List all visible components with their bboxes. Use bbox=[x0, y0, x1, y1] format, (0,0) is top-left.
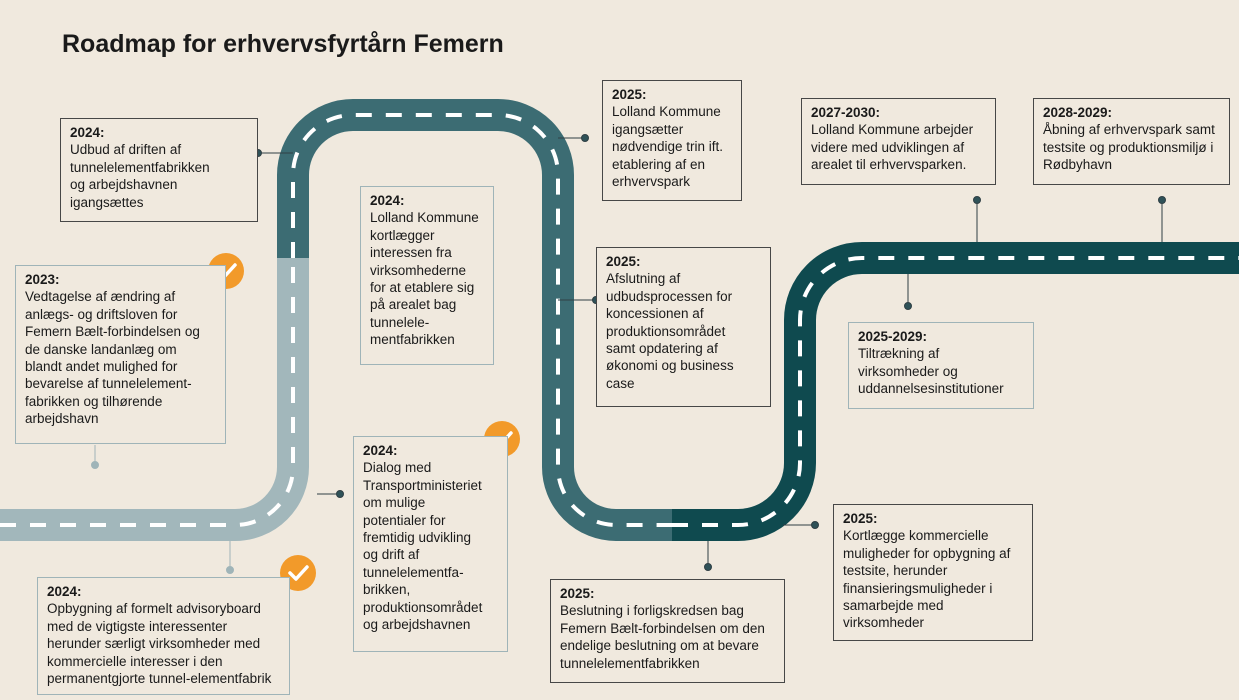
milestone-2024-mapping: 2024: Lolland Kommune kortlægger interes… bbox=[360, 186, 494, 365]
lane-marking bbox=[672, 256, 1239, 527]
milestone-2024-tender: 2024: Udbud af driften af tunnelelementf… bbox=[60, 118, 258, 222]
milestone-text: Kortlægge kommercielle muligheder for op… bbox=[843, 528, 1011, 631]
milestone-year: 2025: bbox=[843, 511, 878, 526]
milestone-2025-decision: 2025: Beslutning i forligskredsen bag Fe… bbox=[550, 579, 785, 683]
page-title: Roadmap for erhvervsfyrtårn Femern bbox=[62, 30, 504, 58]
milestone-year: 2024: bbox=[363, 443, 398, 458]
milestone-text: Tiltrækning af virksomheder og uddannels… bbox=[858, 346, 1004, 397]
milestone-2025-business-park: 2025: Lolland Kommune igangsætter nødven… bbox=[602, 80, 742, 201]
milestone-2028-2029: 2028-2029: Åbning af erhvervspark samt t… bbox=[1033, 98, 1230, 185]
milestone-year: 2027-2030: bbox=[811, 105, 881, 120]
milestone-year: 2024: bbox=[47, 584, 82, 599]
milestone-2024-advisoryboard: 2024: Opbygning af formelt advisoryboard… bbox=[37, 577, 290, 695]
milestone-year: 2025: bbox=[606, 254, 641, 269]
milestone-2025-testsite: 2025: Kortlægge kommercielle muligheder … bbox=[833, 504, 1033, 641]
lane-marking bbox=[0, 245, 295, 527]
milestone-2025-concession: 2025: Afslutning af udbudsprocessen for … bbox=[596, 247, 771, 407]
milestone-year: 2023: bbox=[25, 272, 60, 287]
milestone-text: Lolland Kommune kortlægger interessen fr… bbox=[370, 210, 479, 348]
milestone-year: 2025-2029: bbox=[858, 329, 928, 344]
milestone-text: Beslutning i forligskredsen bag Femern B… bbox=[560, 603, 765, 671]
milestone-2023-law: 2023: Vedtagelse af ændring af anlægs- o… bbox=[15, 265, 226, 444]
milestone-text: Åbning af erhvervspark samt testsite og … bbox=[1043, 122, 1215, 173]
milestone-2024-dialog: 2024: Dialog med Transportministeriet om… bbox=[353, 436, 508, 652]
milestone-text: Dialog med Transportministeriet om mulig… bbox=[363, 460, 483, 633]
milestone-year: 2028-2029: bbox=[1043, 105, 1113, 120]
milestone-text: Lolland Kommune igangsætter nødvendige t… bbox=[612, 104, 724, 190]
milestone-2025-2029: 2025-2029: Tiltrækning af virksomheder o… bbox=[848, 322, 1034, 409]
lane-marking bbox=[291, 113, 680, 527]
milestone-text: Lolland Kommune arbejder videre med udvi… bbox=[811, 122, 974, 173]
milestone-text: Udbud af driften af tunnelelementfabrikk… bbox=[70, 142, 210, 210]
milestone-year: 2025: bbox=[612, 87, 647, 102]
milestone-text: Opbygning af formelt advisoryboard med d… bbox=[47, 601, 272, 687]
milestone-text: Afslutning af udbudsprocessen for konces… bbox=[606, 271, 734, 391]
milestone-2027-2030: 2027-2030: Lolland Kommune arbejder vide… bbox=[801, 98, 996, 185]
milestone-year: 2024: bbox=[70, 125, 105, 140]
milestone-year: 2024: bbox=[370, 193, 405, 208]
milestone-year: 2025: bbox=[560, 586, 595, 601]
milestone-text: Vedtagelse af ændring af anlægs- og drif… bbox=[25, 289, 200, 427]
